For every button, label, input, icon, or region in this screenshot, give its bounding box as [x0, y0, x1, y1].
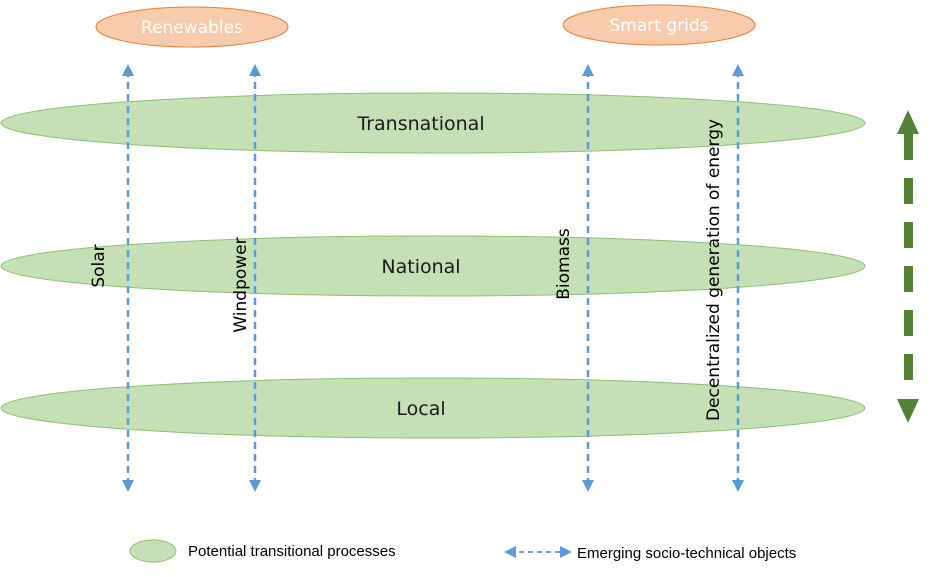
renewables-label: Renewables [141, 18, 243, 38]
scale-arrow-up-head [897, 110, 919, 134]
level-transnational-ellipse [0, 92, 866, 154]
scale-arrow-segment [904, 178, 913, 204]
level-transnational-label: Transnational [356, 113, 484, 135]
level-local-ellipse [0, 377, 866, 439]
level-local-label: Local [396, 398, 445, 420]
scale-arrow-segment [904, 354, 913, 380]
scale-arrow-down-head [897, 399, 919, 423]
biomass-label: Biomass [554, 228, 574, 300]
decentralized-label: Decentralized generation of energy [704, 119, 724, 421]
legend-process-swatch [129, 539, 177, 563]
renewables-node [95, 6, 289, 48]
level-national-label: National [381, 256, 460, 278]
scale-arrow-segment [904, 310, 913, 336]
legend-object-label: Emerging socio-technical objects [577, 545, 796, 562]
legend: Potential transitional processes Emergin… [129, 539, 796, 563]
level-national-ellipse [0, 235, 866, 297]
scale-arrow-segment [904, 134, 913, 160]
scale-direction-arrow [897, 110, 919, 423]
scale-arrow-segment [904, 266, 913, 292]
scale-arrow-segment [904, 222, 913, 248]
solar-label: Solar [89, 244, 109, 287]
smart-grids-node [562, 4, 756, 46]
legend-process-label: Potential transitional processes [188, 543, 396, 560]
smart-grids-label: Smart grids [610, 16, 709, 36]
windpower-label: Windpower [231, 237, 251, 332]
